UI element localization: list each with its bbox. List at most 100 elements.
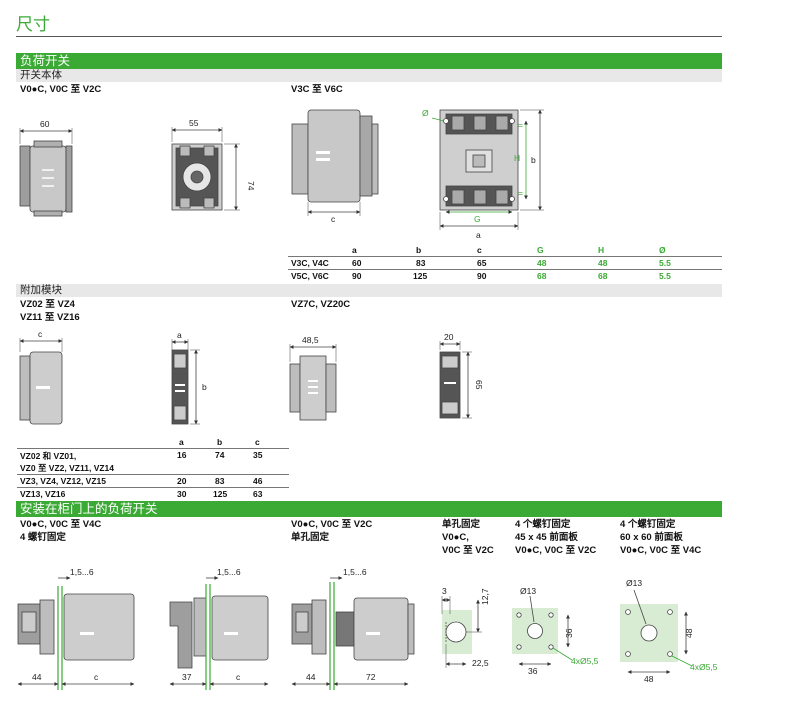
- dim-48-v: 48: [684, 628, 694, 638]
- dim-c-vz02: c: [38, 329, 43, 339]
- dim-phi13-a: Ø13: [520, 586, 536, 596]
- body-table-header-g: G: [537, 245, 544, 255]
- addon-table-rule-3: [17, 487, 289, 488]
- dim-a-vz02: a: [177, 330, 182, 340]
- cab-col3-line2: V0●C,: [442, 532, 469, 543]
- addon-row2-name: VZ3, VZ4, VZ12, VZ15: [20, 476, 106, 486]
- drawing-cutout-single: [441, 596, 482, 668]
- section-cabinet: 安装在柜门上的负荷开关: [16, 501, 722, 517]
- drawing-v3c-front: [431, 109, 544, 230]
- body-row2-name: V5C, V6C: [291, 271, 329, 281]
- cab-col4-line3: V0●C, V0C 至 V2C: [515, 545, 597, 556]
- dim-72: 72: [366, 672, 376, 682]
- dim-36-h: 36: [528, 666, 538, 676]
- addon-row1-a: 16: [177, 450, 187, 460]
- label-vz11-vz16: VZ11 至 VZ16: [20, 312, 80, 323]
- body-row1-a: 60: [352, 258, 362, 268]
- drawing-v0c-front: [171, 127, 240, 211]
- addon-row3-a: 30: [177, 489, 187, 499]
- dim-48-h: 48: [644, 674, 654, 684]
- body-row2-c: 90: [477, 271, 487, 281]
- body-row1-b: 83: [416, 258, 426, 268]
- body-table-rule-2: [288, 269, 722, 270]
- cab-col3-line1: 单孔固定: [442, 519, 481, 530]
- dim-37: 37: [182, 672, 192, 682]
- dim-20: 20: [444, 332, 454, 342]
- body-row1-c: 65: [477, 258, 487, 268]
- body-row2-g: 68: [537, 271, 547, 281]
- dim-g: G: [474, 214, 481, 224]
- body-row2-b: 125: [413, 271, 428, 281]
- drawing-cutout-60: [620, 589, 693, 674]
- dim-3: 3: [442, 586, 447, 596]
- body-table-header-phi: Ø: [659, 245, 666, 255]
- dim-c-cab-a: c: [94, 672, 99, 682]
- body-table-header-h: H: [598, 245, 605, 255]
- label-v3c-v6c: V3C 至 V6C: [291, 84, 343, 95]
- cab-col5-line2: 60 x 60 前面板: [620, 532, 683, 543]
- addon-row1-c: 35: [253, 450, 263, 460]
- drawing-cutout-45: [512, 595, 573, 666]
- dim-48-5: 48,5: [302, 335, 319, 345]
- label-vz7c-vz20c: VZ7C, VZ20C: [291, 299, 351, 310]
- label-v0c-v2c: V0●C, V0C 至 V2C: [20, 84, 102, 95]
- dim-22-5: 22,5: [472, 658, 489, 668]
- addon-row3-name: VZ13, VZ16: [20, 489, 66, 499]
- cab-col1-line2: 4 螺钉固定: [20, 532, 66, 543]
- cab-col3-line3: V0C 至 V2C: [442, 545, 494, 556]
- addon-row2-c: 46: [253, 476, 263, 486]
- addon-table-header-c: c: [255, 437, 260, 447]
- dim-12-7: 12,7: [480, 588, 490, 605]
- cab-col4-line2: 45 x 45 前面板: [515, 532, 578, 543]
- cab-col1-line1: V0●C, V0C 至 V4C: [20, 519, 102, 530]
- cab-col2-line2: 单孔固定: [291, 532, 330, 543]
- dim-c-v3c: c: [331, 214, 336, 224]
- dim-65: 65: [474, 380, 484, 390]
- dim-1-5-6-b: 1,5...6: [217, 567, 241, 577]
- body-row1-h: 48: [598, 258, 608, 268]
- drawing-door-handle: [169, 576, 269, 690]
- body-table-header-c: c: [477, 245, 482, 255]
- addon-table-header-b: b: [217, 437, 223, 447]
- addon-table-header-a: a: [179, 437, 184, 447]
- dim-phi: Ø: [422, 108, 429, 118]
- page-title: 尺寸: [16, 15, 50, 34]
- dim-36-v: 36: [564, 628, 574, 638]
- addon-row1-name2: VZ0 至 VZ2, VZ11, VZ14: [20, 463, 115, 473]
- drawing-v0c-side: [19, 128, 73, 217]
- addon-row1-b: 74: [215, 450, 225, 460]
- title-rule: [16, 36, 722, 37]
- body-table-rule-1: [288, 256, 722, 257]
- cab-col4-line1: 4 个螺钉固定: [515, 519, 571, 530]
- dim-c-cab-b: c: [236, 672, 241, 682]
- drawing-vz02-side: [19, 338, 63, 425]
- subsection-switch-body: 开关本体: [16, 69, 722, 82]
- body-row1-g: 48: [537, 258, 547, 268]
- addon-row2-a: 20: [177, 476, 187, 486]
- drawing-door-single-hole: [291, 576, 415, 690]
- body-table-header-a: a: [352, 245, 357, 255]
- dim-phi13-b: Ø13: [626, 578, 642, 588]
- dim-44-a: 44: [32, 672, 42, 682]
- dim-b-vz02: b: [202, 382, 207, 392]
- drawing-vz7c-front: [439, 341, 472, 419]
- dim-holes-b: 4xØ5,5: [690, 662, 718, 672]
- body-row1-name: V3C, V4C: [291, 258, 329, 268]
- dim-60: 60: [40, 119, 50, 129]
- label-vz02-vz4: VZ02 至 VZ4: [20, 299, 75, 310]
- drawing-vz7c-side: [289, 344, 337, 421]
- cab-col2-line1: V0●C, V0C 至 V2C: [291, 519, 373, 530]
- dim-44-b: 44: [306, 672, 316, 682]
- addon-row3-c: 63: [253, 489, 263, 499]
- body-row2-h: 68: [598, 271, 608, 281]
- body-row1-phi: 5.5: [659, 258, 671, 268]
- dim-1-5-6-a: 1,5...6: [70, 567, 94, 577]
- dim-eq-bottom: =: [518, 188, 523, 198]
- subsection-addon: 附加模块: [16, 284, 722, 297]
- addon-table-rule-1: [17, 448, 289, 449]
- drawing-v3c-side: [291, 109, 379, 216]
- dim-eq-top: =: [518, 120, 523, 130]
- dim-74: 74: [246, 181, 256, 191]
- cab-col5-line1: 4 个螺钉固定: [620, 519, 676, 530]
